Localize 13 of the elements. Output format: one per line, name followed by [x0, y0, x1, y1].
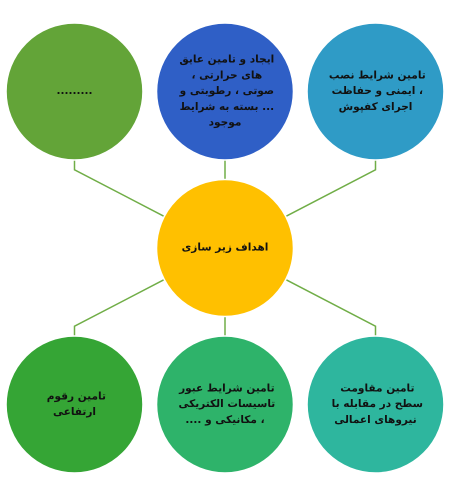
connector [285, 160, 376, 218]
connector [224, 316, 226, 336]
node-circle: تامین شرایط عبور تاسیسات الکتریکی ، مکانیکی و .... [156, 335, 294, 474]
node-circle: تامین رقوم ارتفاعی [5, 335, 144, 474]
connector [285, 278, 376, 336]
node-circle: تامین شرایط نصب ، ایمنی و حفاظت اجرای کفپوش [306, 22, 445, 161]
node-circle: ایجاد و تامین عایق های حرارتی ، صوتی ، رطوبتی و ... بسته به شرایط موجود [156, 22, 294, 161]
connector [74, 160, 165, 218]
connector [224, 160, 226, 180]
node-circle: ......... [5, 22, 144, 161]
connector [74, 278, 165, 336]
node-circle: تامین مقاومت سطح در مقابله با نیروهای اعمالی [306, 335, 445, 474]
node-circle: اهداف زیر سازی [156, 178, 294, 318]
